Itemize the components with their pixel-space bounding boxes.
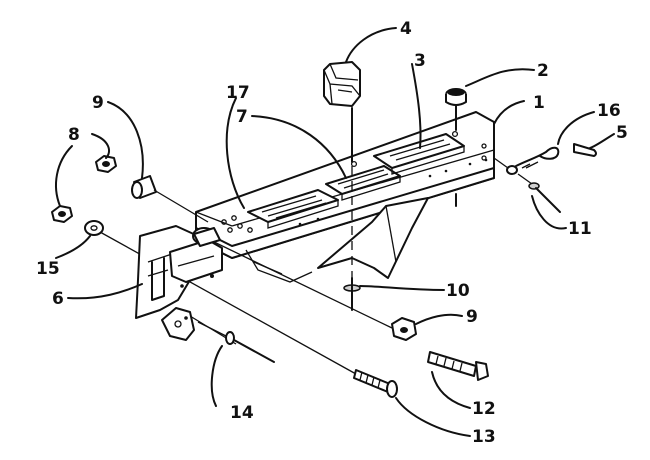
callouts: 1 2 3 4 5 6 7 8: [36, 19, 628, 447]
callout-16: 16: [557, 101, 621, 145]
svg-text:16: 16: [597, 101, 621, 121]
callout-10: 10: [359, 281, 470, 301]
part-4-clip: [323, 61, 361, 163]
part-15-washer: [84, 220, 104, 236]
callout-5: 5: [589, 123, 628, 149]
part-6-hinge-plate: [135, 225, 223, 319]
callout-9-lower: 9: [415, 307, 478, 327]
svg-text:11: 11: [568, 219, 592, 239]
part-2-grommet: [445, 88, 467, 131]
callout-1: 1: [493, 93, 545, 125]
callout-14: 14: [210, 345, 254, 423]
callout-6: 6: [52, 283, 143, 309]
svg-text:15: 15: [36, 259, 60, 279]
svg-text:3: 3: [414, 51, 426, 71]
svg-text:10: 10: [446, 281, 470, 301]
svg-text:6: 6: [52, 289, 64, 309]
part-9-bushing-lower: [391, 317, 417, 341]
callout-3: 3: [411, 51, 426, 149]
callout-9-upper: 9: [92, 93, 144, 179]
callout-15: 15: [36, 235, 91, 279]
svg-text:8: 8: [68, 125, 80, 145]
callout-11: 11: [531, 195, 592, 239]
svg-text:1: 1: [533, 93, 545, 113]
svg-text:7: 7: [236, 107, 248, 127]
callout-17: 17: [225, 83, 250, 209]
callout-13: 13: [395, 397, 496, 447]
part-12-bolt: [427, 351, 489, 381]
svg-text:12: 12: [472, 399, 496, 419]
svg-text:14: 14: [230, 403, 254, 423]
svg-text:17: 17: [226, 83, 250, 103]
svg-text:9: 9: [466, 307, 478, 327]
part-9-bushing-upper: [131, 175, 157, 199]
callout-2: 2: [465, 61, 549, 87]
part-3-pad: [373, 133, 465, 175]
part-16-11-5-linkage: [493, 143, 597, 213]
callout-8: 8: [55, 125, 110, 207]
svg-text:5: 5: [616, 123, 628, 143]
part-7-pad: [325, 165, 401, 201]
svg-text:4: 4: [400, 19, 412, 39]
part-13-bolt: [353, 369, 398, 398]
part-14-latch: [161, 307, 275, 363]
part-10-fastener: [343, 166, 361, 311]
part-17-pad: [247, 189, 339, 229]
svg-text:2: 2: [537, 61, 549, 81]
svg-text:9: 9: [92, 93, 104, 113]
svg-text:13: 13: [472, 427, 496, 447]
callout-7: 7: [236, 107, 347, 179]
callout-4: 4: [345, 19, 412, 63]
callout-12: 12: [431, 371, 496, 419]
part-8-nut: [51, 155, 117, 223]
